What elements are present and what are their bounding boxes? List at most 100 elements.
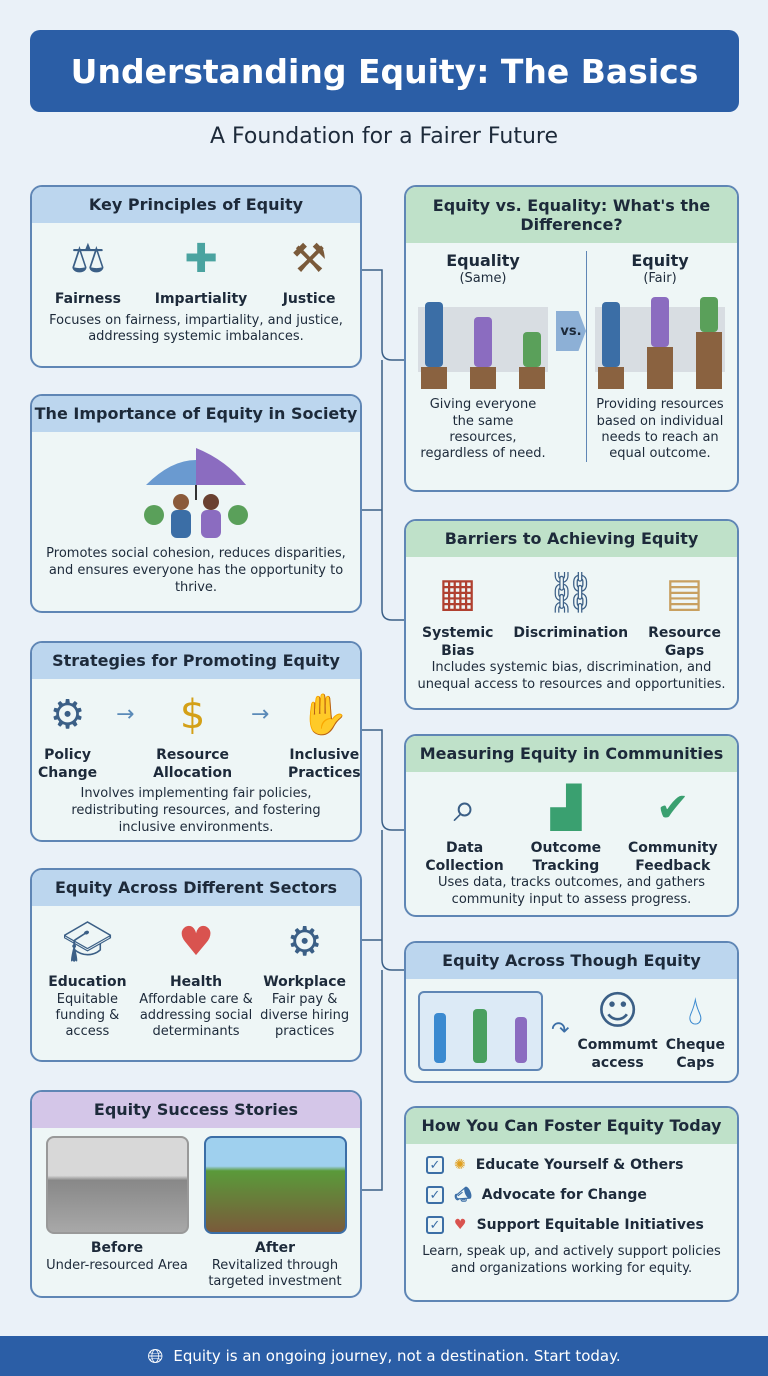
item-label: Caps [676, 1054, 715, 1071]
item-label: Advocate for Change [481, 1187, 647, 1203]
arrow-icon: → [250, 702, 270, 728]
key-principles-card: Key Principles of Equity ⚖ Fairness ✚ Impa… [30, 185, 362, 368]
stethoscope-heart-icon: ♥ [178, 919, 214, 965]
hand-drop-icon: 💧︎ [687, 988, 704, 1034]
item-label: Discrimination [513, 625, 629, 641]
item-label: Support Equitable Initiatives [476, 1217, 704, 1233]
gear-icon: ⚙ [49, 692, 86, 738]
item-label: Education [48, 974, 127, 990]
checkbox[interactable]: ✓ [426, 1216, 444, 1234]
subtitle: A Foundation for a Fairer Future [210, 124, 558, 149]
gavel-laurel-icon: ⚒ [291, 236, 328, 282]
item-label: Policy [44, 747, 92, 763]
foster-card: How You Can Foster Equity Today ✓ ✺ Educat… [404, 1106, 739, 1302]
item-label: Fairness [54, 291, 121, 307]
equity-label: Equity [631, 251, 689, 270]
item-label: Systemic [422, 625, 494, 641]
before-desc: Under-resourced Area [46, 1257, 188, 1273]
after-image [203, 1136, 347, 1234]
importance-card: The Importance of Equity in Society Prom… [30, 394, 362, 613]
card-title: Measuring Equity in Communities [406, 736, 737, 772]
item-label: Resource [648, 625, 721, 641]
after-label: After [254, 1240, 296, 1256]
card-description: Includes systemic bias, discrimination, … [417, 660, 726, 692]
vs-badge: vs. [556, 311, 586, 351]
checklist-item: ✓ ✺ Educate Yourself & Others [406, 1150, 737, 1180]
equity-illustration [595, 297, 725, 390]
megaphone-icon: 📣︎ [454, 1187, 472, 1203]
checkbox[interactable]: ✓ [426, 1186, 444, 1204]
checklist-item: ✓ ♥ Support Equitable Initiatives [406, 1210, 737, 1240]
card-description: Promotes social cohesion, reduces dispar… [46, 546, 346, 595]
lightbulb-icon: ✺ [454, 1157, 466, 1173]
magnifier-chart-icon: ⌕ [453, 785, 476, 831]
connector-lines [362, 269, 404, 1191]
item-desc: Equitable funding & access [55, 991, 120, 1040]
equity-desc: Providing resources based on individual … [596, 397, 724, 461]
item-label: Feedback [635, 857, 711, 874]
sectors-card: Equity Across Different Sectors 🎓︎ Educat… [30, 868, 362, 1062]
item-label: Practices [288, 764, 361, 781]
globe-icon: 🌐︎ [147, 1344, 164, 1368]
item-label: Allocation [153, 764, 233, 781]
card-title: Equity Across Different Sectors [32, 870, 360, 906]
card-title: The Importance of Equity in Society [32, 396, 360, 432]
briefcase-gear-icon: ⚙ [286, 919, 323, 965]
graduation-book-icon: 🎓︎ [61, 919, 113, 965]
dashboard-chart-icon: ▟ [550, 785, 582, 831]
card-description: Focuses on fairness, impartiality, and j… [49, 312, 343, 345]
equity-vs-equality-card: Equity vs. Equality: What's the Differen… [404, 185, 739, 492]
umbrella-family-icon [32, 432, 360, 542]
item-label: Impartiality [154, 291, 248, 307]
item-label: Data [445, 840, 484, 856]
equity-sub: (Fair) [643, 271, 677, 286]
cracked-ground-drop-icon: ▤ [665, 570, 704, 616]
item-label: Educate Yourself & Others [475, 1157, 684, 1173]
checklist-item: ✓ 📣︎ Advocate for Change [406, 1180, 737, 1210]
card-title: How You Can Foster Equity Today [406, 1108, 737, 1144]
before-image [45, 1136, 189, 1234]
item-label: Inclusive [289, 747, 360, 763]
equality-illustration [418, 302, 548, 390]
item-label: Gaps [664, 642, 705, 659]
item-label: Outcome [530, 840, 602, 856]
card-title: Strategies for Promoting Equity [32, 643, 360, 679]
item-label: access [591, 1054, 644, 1071]
item-label: Cheque [665, 1037, 725, 1053]
hands-heart-icon: ♥ [454, 1217, 467, 1233]
card-title: Key Principles of Equity [32, 187, 360, 223]
card-description: Learn, speak up, and actively support po… [422, 1244, 721, 1276]
item-label: Workplace [263, 974, 347, 990]
checkbox[interactable]: ✓ [426, 1156, 444, 1174]
equality-desc: Giving everyone the same resources, rega… [420, 397, 546, 461]
item-label: Bias [441, 642, 475, 659]
equality-sub: (Same) [459, 271, 507, 286]
scales-icon: ⚖ [69, 236, 106, 282]
item-label: Health [169, 974, 223, 990]
community-icon: ☺ [596, 988, 639, 1034]
equality-label: Equality [446, 251, 520, 270]
card-title: Equity Across Though Equity [406, 943, 737, 979]
speech-check-icon: ✔ [656, 785, 690, 831]
item-desc: Fair pay & diverse hiring practices [260, 991, 350, 1040]
brick-wall-lock-icon: ▦ [438, 570, 477, 616]
before-label: Before [90, 1240, 144, 1256]
card-title: Barriers to Achieving Equity [406, 521, 737, 557]
item-label: Justice [282, 291, 336, 307]
puzzle-icon: ✚ [184, 236, 218, 282]
item-label: Change [38, 764, 98, 781]
people-illustration [418, 990, 543, 1071]
item-label: Commumt [577, 1037, 658, 1053]
arrow-icon: ↷ [551, 1018, 570, 1043]
footer-text: Equity is an ongoing journey, not a dest… [173, 1347, 621, 1365]
arrow-icon: → [115, 702, 135, 728]
handshake-icon: ✋ [299, 692, 350, 738]
item-label: Collection [425, 857, 504, 874]
card-description: Uses data, tracks outcomes, and gathers … [437, 875, 706, 907]
card-title: Equity vs. Equality: What's the Differen… [406, 187, 737, 243]
